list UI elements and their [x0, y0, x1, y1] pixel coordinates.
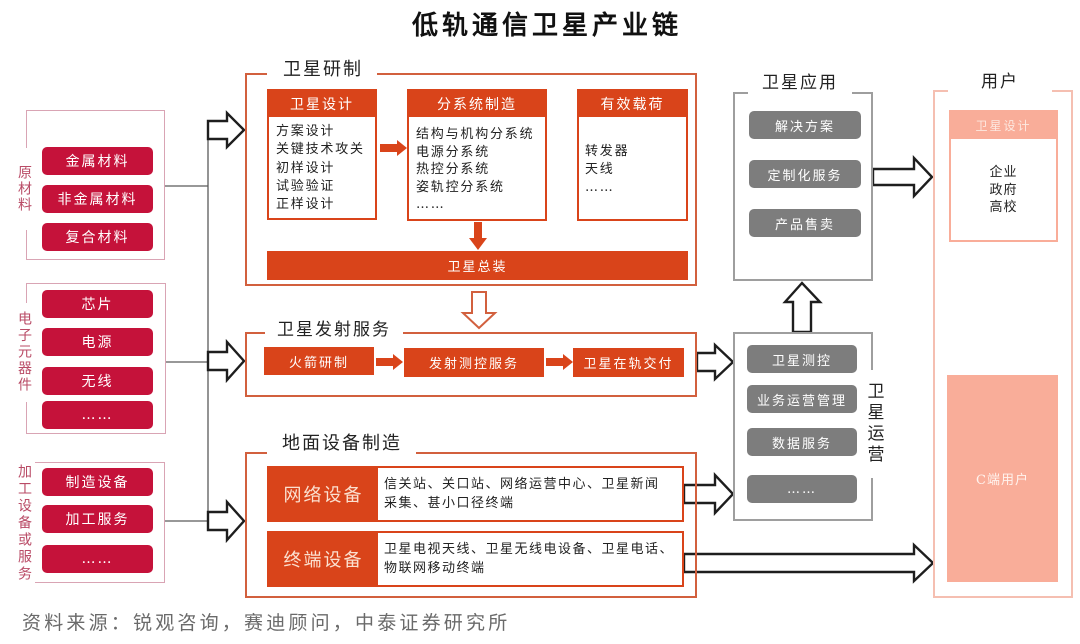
upstream-item: 复合材料	[42, 223, 153, 251]
arrow-launch-control-to-delivery-icon	[546, 354, 573, 370]
arrow-launch-to-operations-icon	[695, 342, 735, 382]
satellite-design-list: 方案设计 关键技术攻关 初样设计 试验验证 正样设计	[269, 117, 375, 214]
diagram-title: 低轨通信卫星产业链	[412, 11, 683, 41]
payload-box: 有效载荷 转发器 天线 ……	[577, 89, 688, 221]
list-item: 初样设计	[276, 160, 336, 176]
operations-item: ……	[747, 475, 857, 503]
satellite-rnd-title: 卫星研制	[267, 58, 377, 82]
desc-line: 物联网移动终端	[384, 561, 486, 576]
application-item: 产品售卖	[749, 209, 861, 237]
upstream-item: 无线	[42, 367, 153, 395]
arrow-network-to-operations-icon	[682, 471, 735, 517]
arrow-to-satellite-rnd-icon	[206, 110, 246, 150]
arrow-rocket-to-launch-control-icon	[376, 354, 403, 370]
satellite-rnd-frame	[245, 73, 697, 286]
ground-equipment-frame	[245, 452, 697, 598]
list-item: 结构与机构分系统	[416, 127, 535, 142]
consumer-users-box: C端用户	[947, 375, 1058, 582]
arrow-design-to-subsystems-icon	[380, 140, 407, 156]
list-item: 转发器	[585, 144, 630, 159]
arrow-to-launch-service-icon	[206, 338, 246, 384]
network-equipment-label: 网络设备	[269, 468, 378, 520]
network-equipment-desc: 信关站、关口站、网络运营中心、卫星新闻 采集、甚小口径终端	[378, 468, 660, 520]
operations-item: 数据服务	[747, 428, 857, 456]
list-item: 政府	[989, 182, 1018, 198]
arrow-to-ground-equipment-icon	[206, 498, 246, 544]
arrow-terminal-to-users-icon	[682, 542, 935, 584]
list-item: 关键技术攻关	[276, 142, 365, 158]
processing-equipment-group	[35, 462, 165, 583]
list-item: 正样设计	[276, 197, 336, 213]
list-item: 试验验证	[276, 178, 336, 194]
list-item: 天线	[585, 162, 615, 177]
upstream-item: 制造设备	[42, 468, 153, 496]
upstream-item: 非金属材料	[42, 185, 153, 213]
desc-line: 采集、甚小口径终端	[384, 496, 515, 511]
subsystem-manufacturing-header: 分系统制造	[409, 91, 545, 117]
launch-step-control: 发射测控服务	[404, 348, 544, 377]
upstream-item: 加工服务	[42, 505, 153, 533]
payload-list: 转发器 天线 ……	[579, 117, 686, 197]
application-item: 定制化服务	[749, 160, 861, 188]
list-item: ……	[416, 197, 446, 212]
list-item: ……	[585, 180, 615, 195]
desc-line: 信关站、关口站、网络运营中心、卫星新闻	[384, 477, 660, 492]
raw-materials-label: 原材料	[14, 148, 34, 230]
processing-equipment-label: 加工设备或服务	[14, 460, 34, 586]
launch-step-delivery: 卫星在轨交付	[573, 348, 684, 377]
ground-equipment-title: 地面设备制造	[267, 432, 416, 456]
arrow-application-to-users-icon	[871, 154, 934, 200]
satellite-operations-label: 卫星运营	[863, 370, 885, 478]
payload-header: 有效载荷	[579, 91, 686, 117]
arrow-rnd-to-launch-icon	[460, 291, 498, 330]
enterprise-users-header: 卫星设计	[951, 112, 1056, 139]
subsystem-manufacturing-list: 结构与机构分系统 电源分系统 热控分系统 姿轨控分系统 ……	[409, 117, 545, 214]
list-item: 方案设计	[276, 124, 336, 139]
source-note: 资料来源：锐观咨询，赛迪顾问，中泰证券研究所	[22, 612, 511, 634]
operations-item: 业务运营管理	[747, 385, 857, 413]
arrow-subsystems-to-assembly-icon	[469, 222, 487, 250]
satellite-design-box: 卫星设计 方案设计 关键技术攻关 初样设计 试验验证 正样设计	[267, 89, 377, 220]
arrow-operations-to-application-icon	[782, 281, 823, 334]
operations-item: 卫星测控	[747, 345, 857, 373]
terminal-equipment-label: 终端设备	[269, 533, 378, 585]
satellite-application-title: 卫星应用	[748, 71, 852, 95]
list-item: 热控分系统	[416, 162, 491, 177]
upstream-item: 电源	[42, 328, 153, 356]
satellite-operations-label-text: 卫星运营	[863, 382, 884, 466]
satellite-design-header: 卫星设计	[269, 91, 375, 117]
launch-step-rocket: 火箭研制	[264, 347, 374, 375]
terminal-equipment-desc: 卫星电视天线、卫星无线电设备、卫星电话、 物联网移动终端	[378, 533, 674, 585]
electronic-components-label: 电子元器件	[14, 303, 34, 402]
subsystem-manufacturing-box: 分系统制造 结构与机构分系统 电源分系统 热控分系统 姿轨控分系统 ……	[407, 89, 547, 221]
satellite-assembly-bar: 卫星总装	[267, 251, 688, 280]
network-equipment-row: 网络设备 信关站、关口站、网络运营中心、卫星新闻 采集、甚小口径终端	[267, 466, 684, 522]
enterprise-users-list: 企业 政府 高校	[951, 139, 1056, 217]
processing-equipment-label-text: 加工设备或服务	[16, 463, 32, 583]
list-item: 电源分系统	[416, 144, 491, 160]
terminal-equipment-row: 终端设备 卫星电视天线、卫星无线电设备、卫星电话、 物联网移动终端	[267, 531, 684, 587]
upstream-item: ……	[42, 401, 153, 429]
raw-materials-label-text: 原材料	[16, 165, 32, 213]
enterprise-users-box: 卫星设计 企业 政府 高校	[949, 110, 1058, 242]
list-item: 高校	[989, 200, 1018, 215]
launch-service-frame	[245, 332, 697, 397]
electronic-components-label-text: 电子元器件	[16, 311, 32, 394]
desc-line: 卫星电视天线、卫星无线电设备、卫星电话、	[384, 542, 675, 557]
upstream-item: 芯片	[42, 290, 153, 318]
upstream-item: ……	[42, 545, 153, 573]
list-item: 姿轨控分系统	[416, 179, 505, 195]
launch-service-title: 卫星发射服务	[265, 318, 403, 342]
upstream-item: 金属材料	[42, 147, 153, 175]
application-item: 解决方案	[749, 111, 861, 139]
list-item: 企业	[989, 165, 1018, 180]
users-title: 用户	[948, 70, 1052, 94]
